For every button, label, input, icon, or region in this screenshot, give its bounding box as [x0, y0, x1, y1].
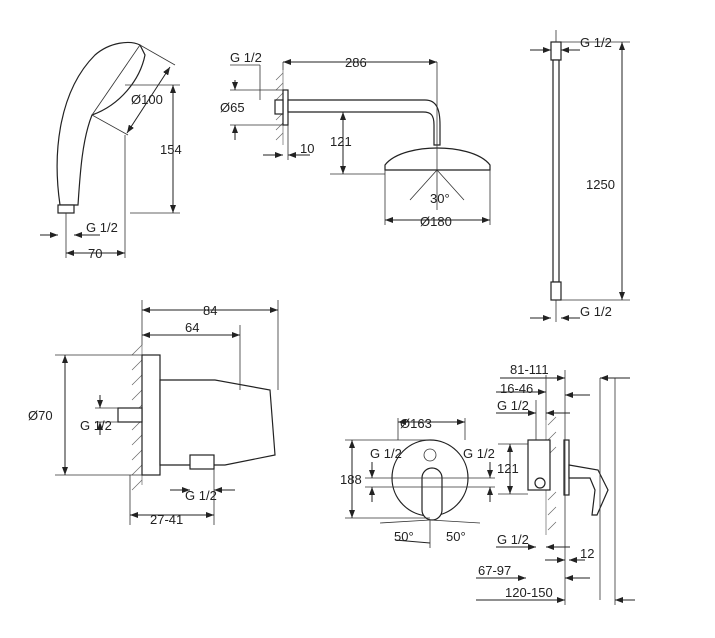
hand-shower-height: 154: [160, 142, 182, 157]
outlet-depth-inner: 64: [185, 320, 199, 335]
side-range4: 120-150: [505, 585, 553, 600]
hose-thread-bottom: G 1/2: [580, 304, 612, 319]
side-range1: 81-111: [510, 362, 549, 377]
outlet-projection: 27-41: [150, 512, 183, 527]
head-shower-flange: Ø65: [220, 100, 245, 115]
hand-shower: Ø100 154 G 1/2 70: [40, 41, 182, 261]
side-range3: 67-97: [478, 563, 511, 578]
outlet-thread-left: G 1/2: [80, 418, 112, 433]
hose-length: 1250: [586, 177, 615, 192]
side-range2: 16-46: [500, 381, 533, 396]
outlet-thread-bottom: G 1/2: [185, 488, 217, 503]
side-thread-bottom: G 1/2: [497, 532, 529, 547]
shower-hose: G 1/2 1250 G 1/2: [530, 30, 630, 322]
head-shower-drop: 121: [330, 134, 352, 149]
head-shower: G 1/2 286 Ø65 10 121 30° Ø180: [220, 50, 491, 229]
mixer-height: 188: [340, 472, 362, 487]
mixer-plate-diameter: Ø163: [400, 416, 432, 431]
head-shower-thread: G 1/2: [230, 50, 262, 65]
mixer-side: 81-111 16-46 G 1/2 121 G 1/2 12 67-97 12…: [476, 362, 635, 605]
head-shower-diameter: Ø180: [420, 214, 452, 229]
hand-shower-width: 70: [88, 246, 102, 261]
outlet-depth: 84: [203, 303, 217, 318]
side-spacing: 121: [497, 461, 519, 476]
hand-shower-thread: G 1/2: [86, 220, 118, 235]
head-shower-flange-depth: 10: [300, 141, 314, 156]
mixer-front: Ø163 188 G 1/2 G 1/2 50° 50°: [340, 416, 495, 548]
mixer-angle-right: 50°: [446, 529, 466, 544]
mixer-angle-left: 50°: [394, 529, 414, 544]
head-shower-angle: 30°: [430, 191, 450, 206]
hand-shower-diameter: Ø100: [131, 92, 163, 107]
mixer-thread-right: G 1/2: [463, 446, 495, 461]
outlet-diameter: Ø70: [28, 408, 53, 423]
wall-outlet: 84 64 Ø70 G 1/2 G 1/2 27-41: [28, 300, 279, 527]
side-plate: 12: [580, 546, 594, 561]
head-shower-length: 286: [345, 55, 367, 70]
hose-thread-top: G 1/2: [580, 35, 612, 50]
side-thread-top: G 1/2: [497, 398, 529, 413]
mixer-thread-left: G 1/2: [370, 446, 402, 461]
